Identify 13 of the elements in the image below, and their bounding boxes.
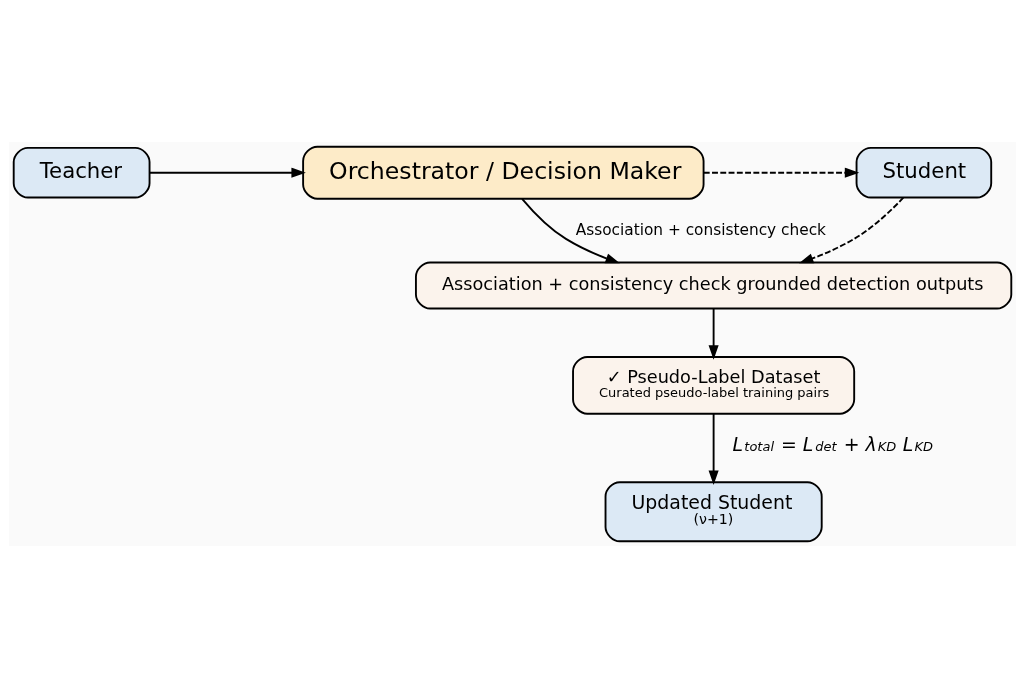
- node-box: Orchestrator / Decision Maker: [302, 145, 705, 200]
- arrow: [148, 167, 306, 178]
- arrow: [702, 167, 860, 178]
- node-box: Teacher: [12, 146, 151, 198]
- node-box: Association + consistency check grounded detection outputs: [415, 261, 1013, 309]
- arrow: [799, 196, 905, 263]
- arrow: [708, 412, 719, 485]
- arrow: [708, 307, 719, 360]
- edge-label: Association + consistency check: [575, 220, 826, 239]
- node-box: Updated Student (ν+1): [604, 480, 823, 542]
- arrow: [521, 197, 620, 263]
- node-box: Student: [855, 146, 993, 198]
- node-box: ✓ Pseudo-Label Dataset Curated pseudo-label training pairs: [572, 355, 856, 415]
